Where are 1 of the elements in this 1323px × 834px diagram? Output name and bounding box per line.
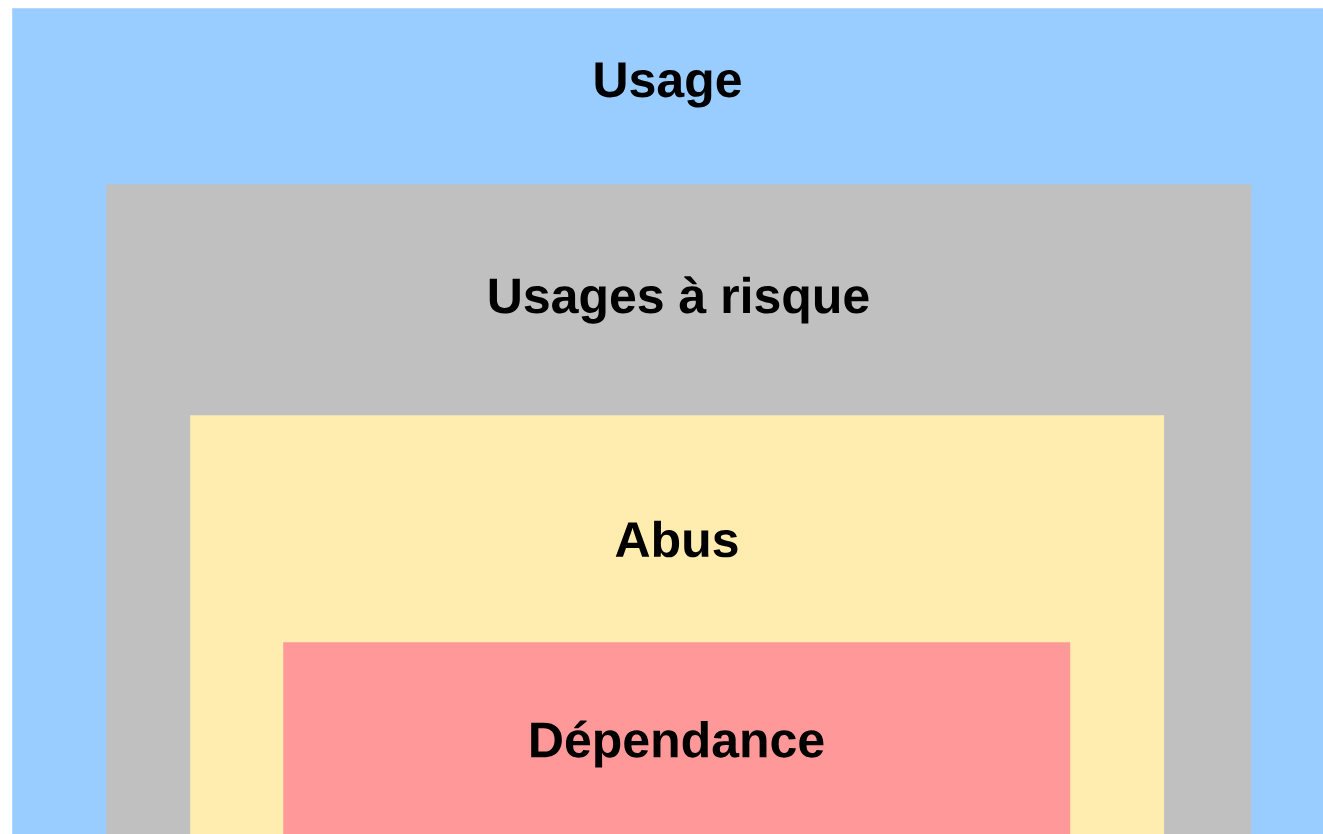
- category-box: Dépendance: [283, 642, 1071, 834]
